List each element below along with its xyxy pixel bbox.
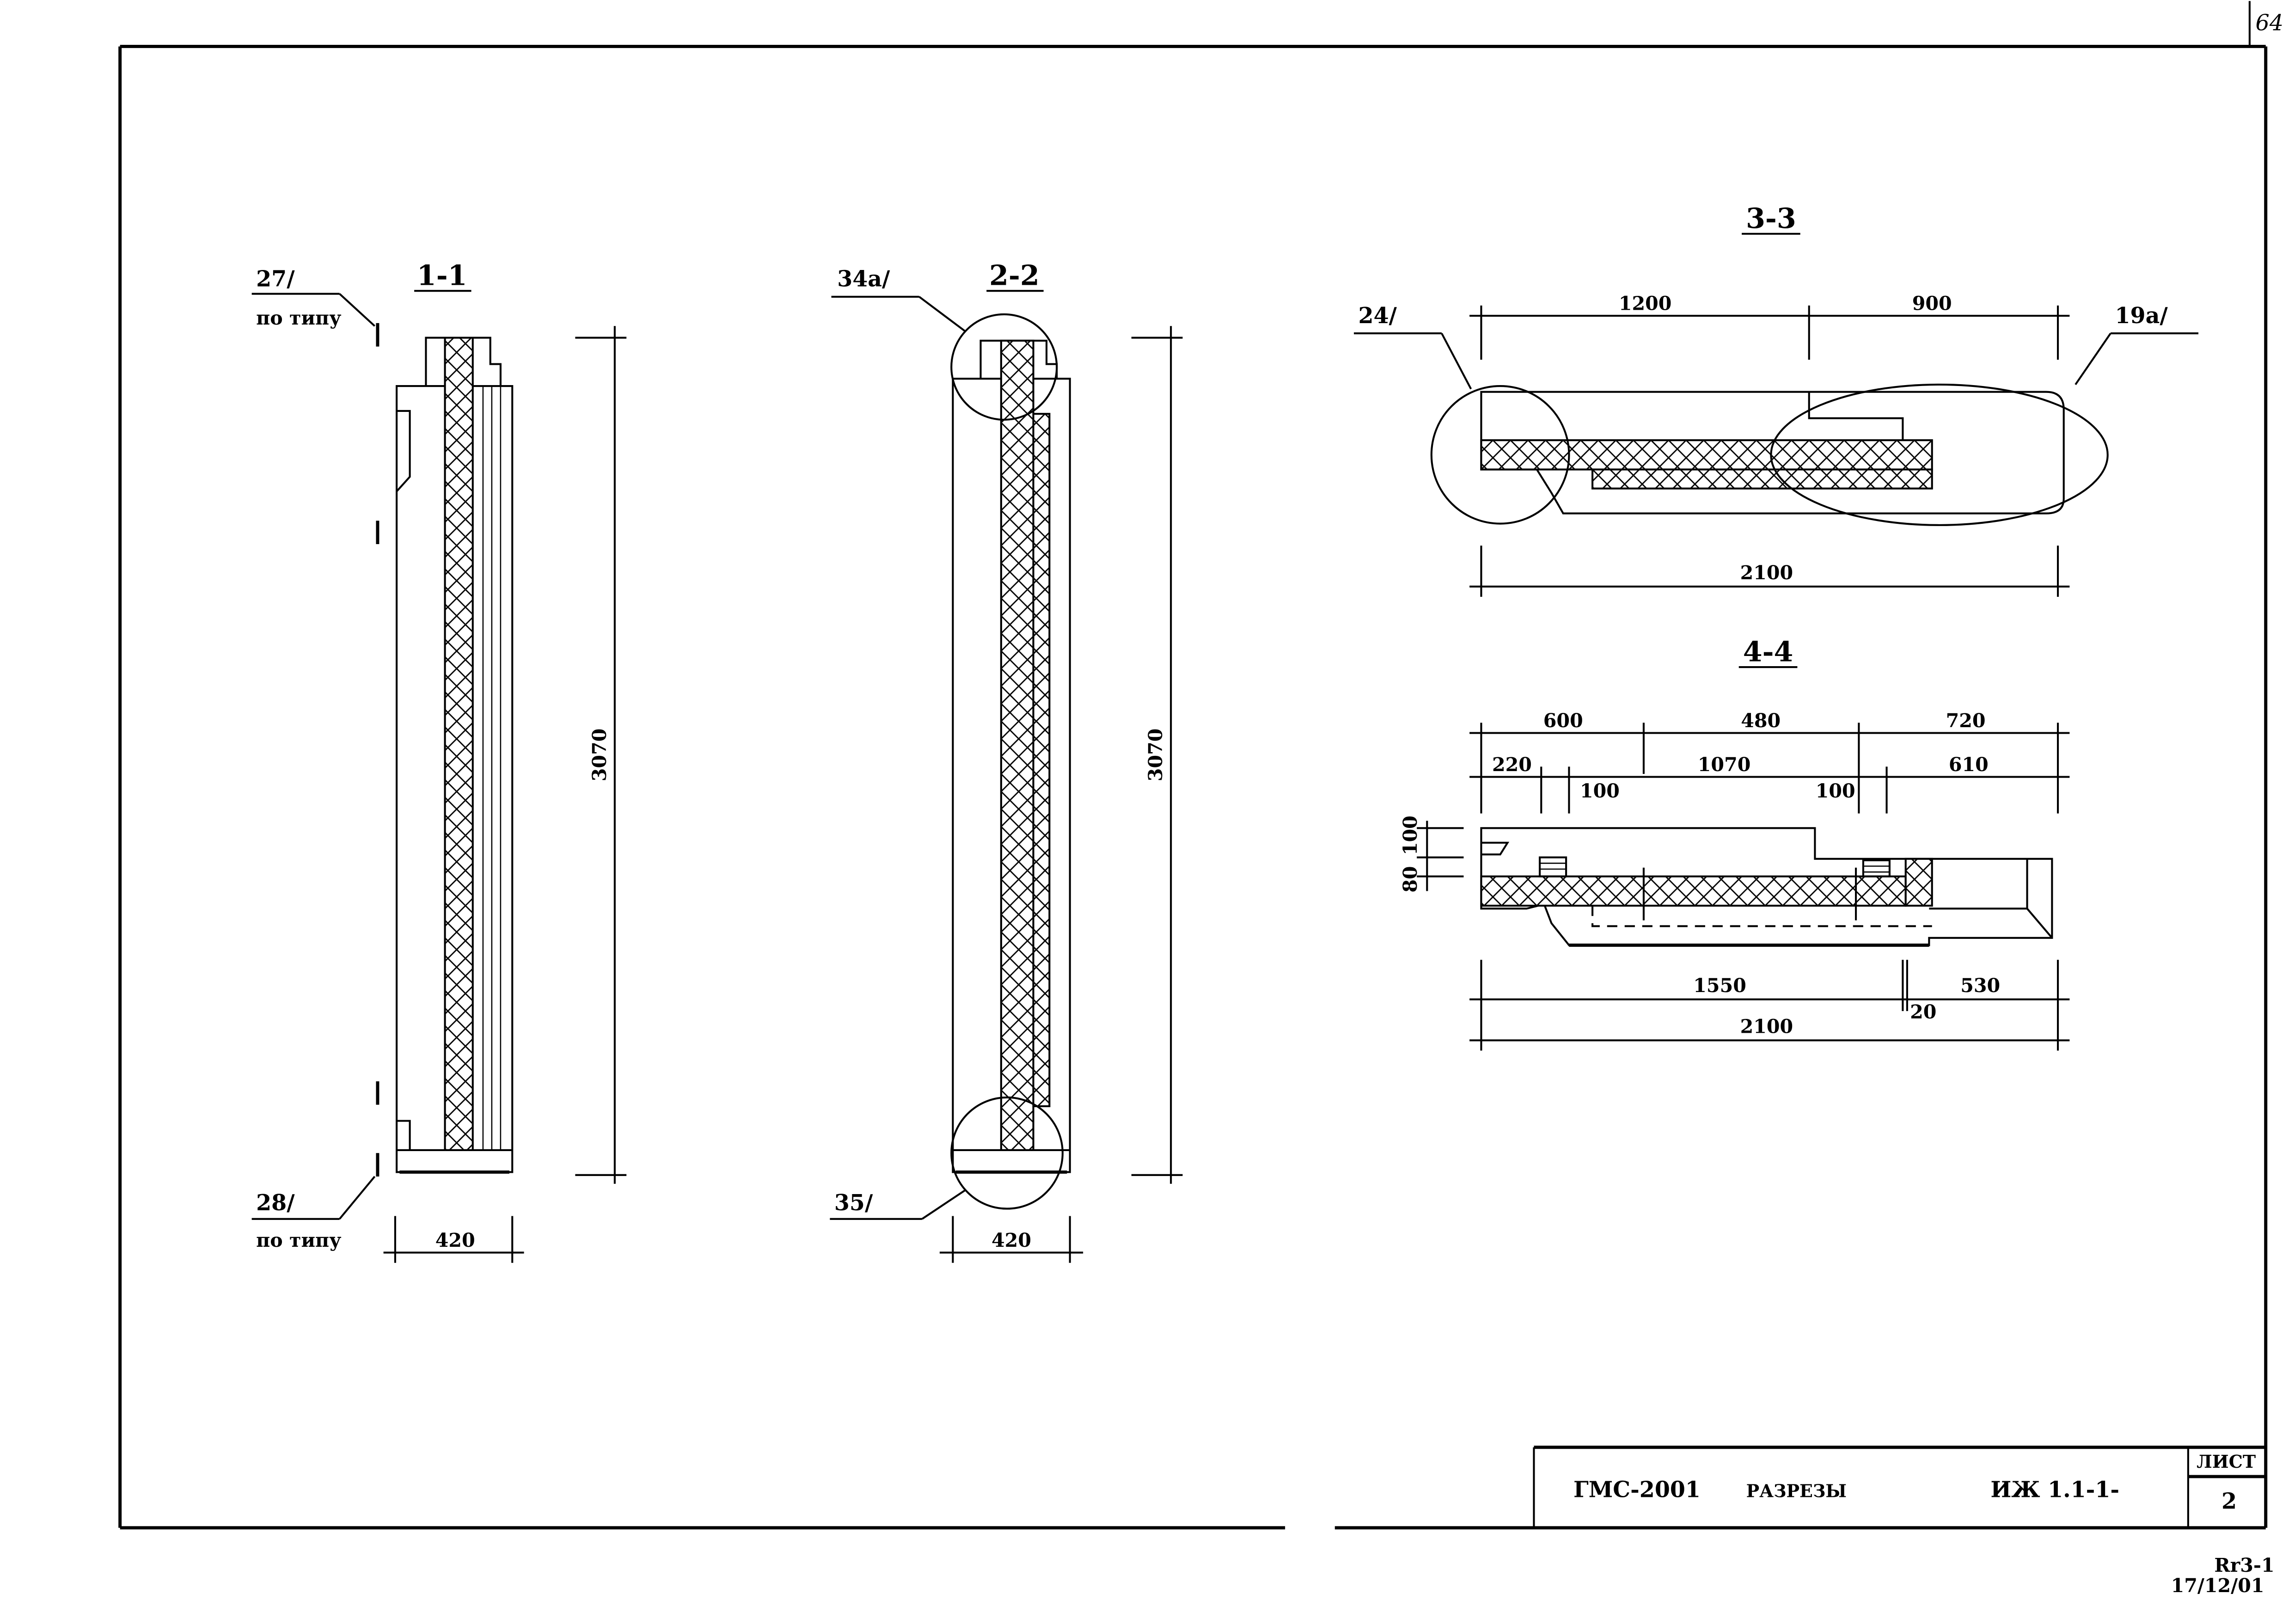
dim-100-left: 100: [1580, 779, 1620, 802]
dim-1070: 1070: [1698, 753, 1751, 776]
dim-720: 720: [1946, 709, 1986, 732]
sheet-corner-number: 64: [2256, 11, 2283, 36]
dim-20: 20: [1910, 1000, 1936, 1023]
title-block: ГМС-2001 РАЗРЕЗЫ ИЖ 1.1-1- ЛИСТ 2: [1533, 1446, 2266, 1528]
dim-100-right: 100: [1816, 779, 1855, 802]
dim-1200: 1200: [1619, 292, 1672, 314]
dim-220: 220: [1492, 753, 1532, 776]
section-title: 2-2: [989, 260, 1040, 292]
dim-width: 420: [991, 1229, 1031, 1251]
sheet-frame: 64: [118, 1, 2283, 1530]
section-1-1: 1-1 3070 420 27/ по типу 28/ по типу: [251, 260, 627, 1263]
stamp-line-2: 17/12/01: [2171, 1574, 2264, 1597]
dim-height: 3070: [588, 729, 611, 782]
callout-35: 35/: [834, 1190, 873, 1216]
stamp-line-1: Rr3-1: [2214, 1554, 2274, 1576]
section-title: 4-4: [1743, 636, 1793, 668]
dim-total: 2100: [1740, 1015, 1793, 1038]
dim-600: 600: [1543, 709, 1583, 732]
dim-total: 2100: [1740, 561, 1793, 584]
section-4-4: 4-4 600 480 720 220 100 1070 100 610 80 …: [1399, 636, 2070, 1051]
callout-28-note: по типу: [256, 1229, 341, 1251]
title-name: РАЗРЕЗЫ: [1746, 1480, 1847, 1501]
stamp: Rr3-1 17/12/01: [2171, 1554, 2275, 1597]
dim-1550: 1550: [1693, 974, 1746, 997]
dim-610: 610: [1949, 753, 1989, 776]
sheet-label: ЛИСТ: [2197, 1451, 2256, 1472]
callout-27: 27/: [256, 266, 295, 292]
callout-28: 28/: [256, 1190, 295, 1216]
dim-height: 3070: [1144, 729, 1167, 782]
dim-width: 420: [435, 1229, 475, 1251]
callout-34a: 34a/: [837, 266, 890, 292]
callout-27-note: по типу: [256, 306, 341, 329]
section-2-2: 2-2 3070 420 34a/ 35/: [830, 260, 1183, 1263]
dim-100: 100: [1399, 815, 1421, 855]
callout-24: 24/: [1358, 303, 1397, 329]
dim-80: 80: [1399, 866, 1421, 893]
title-doc: ИЖ 1.1-1-: [1990, 1477, 2119, 1502]
callout-19a: 19a/: [2115, 303, 2168, 329]
dim-900: 900: [1912, 292, 1952, 314]
section-title: 3-3: [1746, 202, 1796, 235]
dim-480: 480: [1741, 709, 1781, 732]
section-3-3: 3-3 1200 900 2100 24/ 19a/: [1353, 202, 2199, 597]
sheet-number: 2: [2222, 1489, 2237, 1514]
title-code: ГМС-2001: [1573, 1477, 1701, 1502]
dim-530: 530: [1960, 974, 2000, 997]
section-title: 1-1: [417, 260, 467, 292]
